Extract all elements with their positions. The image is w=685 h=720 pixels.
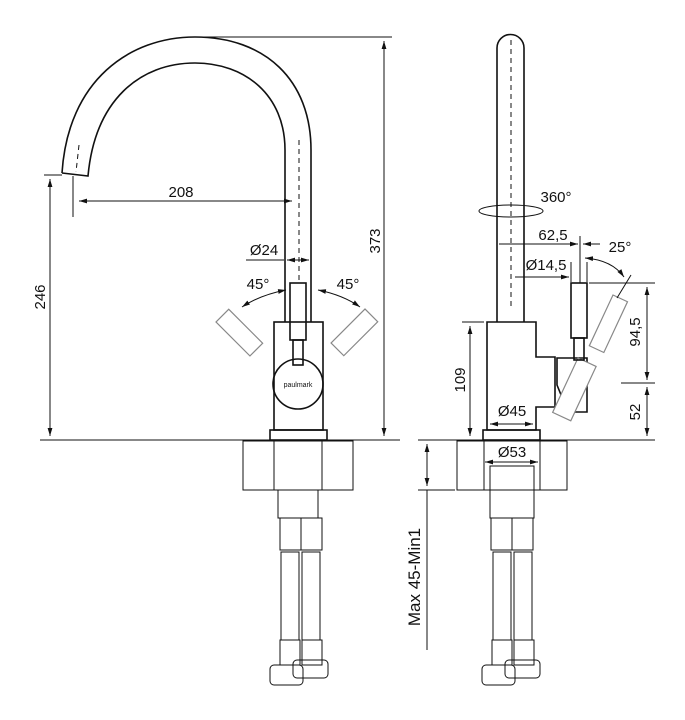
dim-reach: 208 xyxy=(168,184,193,201)
brand-logo: paulmark xyxy=(284,382,313,389)
dim-body-diameter: Ø45 xyxy=(498,403,526,420)
body xyxy=(273,321,324,431)
side-view: 360° 62,5 25° Ø14,5 94,5 52 109 Ø45 Ø5 xyxy=(405,33,655,686)
dim-spout-height: 246 xyxy=(32,284,49,309)
dim-countertop: Max 45-Min1 xyxy=(405,528,424,626)
dim-lever-diameter: Ø14,5 xyxy=(526,257,567,274)
spout-side xyxy=(496,33,525,322)
angle-left: 45° xyxy=(247,276,270,293)
dim-lever-height: 94,5 xyxy=(627,317,644,346)
angle-right: 45° xyxy=(337,276,360,293)
logo-circle xyxy=(272,358,324,410)
dim-base-diameter: Ø53 xyxy=(498,444,526,461)
dim-body-height: 109 xyxy=(452,367,469,392)
lever xyxy=(289,282,307,341)
rotation-label: 360° xyxy=(540,189,571,206)
spout xyxy=(61,36,312,322)
front-view: paulmark 373 246 208 Ø24 45° 45° xyxy=(32,36,400,686)
lever-side xyxy=(570,282,588,339)
dim-lever-base: 52 xyxy=(627,404,644,421)
lever-angle: 25° xyxy=(609,239,632,256)
dim-height-total: 373 xyxy=(367,228,384,253)
dim-spout-diameter: Ø24 xyxy=(250,242,278,259)
dim-lever-offset: 62,5 xyxy=(538,227,567,244)
